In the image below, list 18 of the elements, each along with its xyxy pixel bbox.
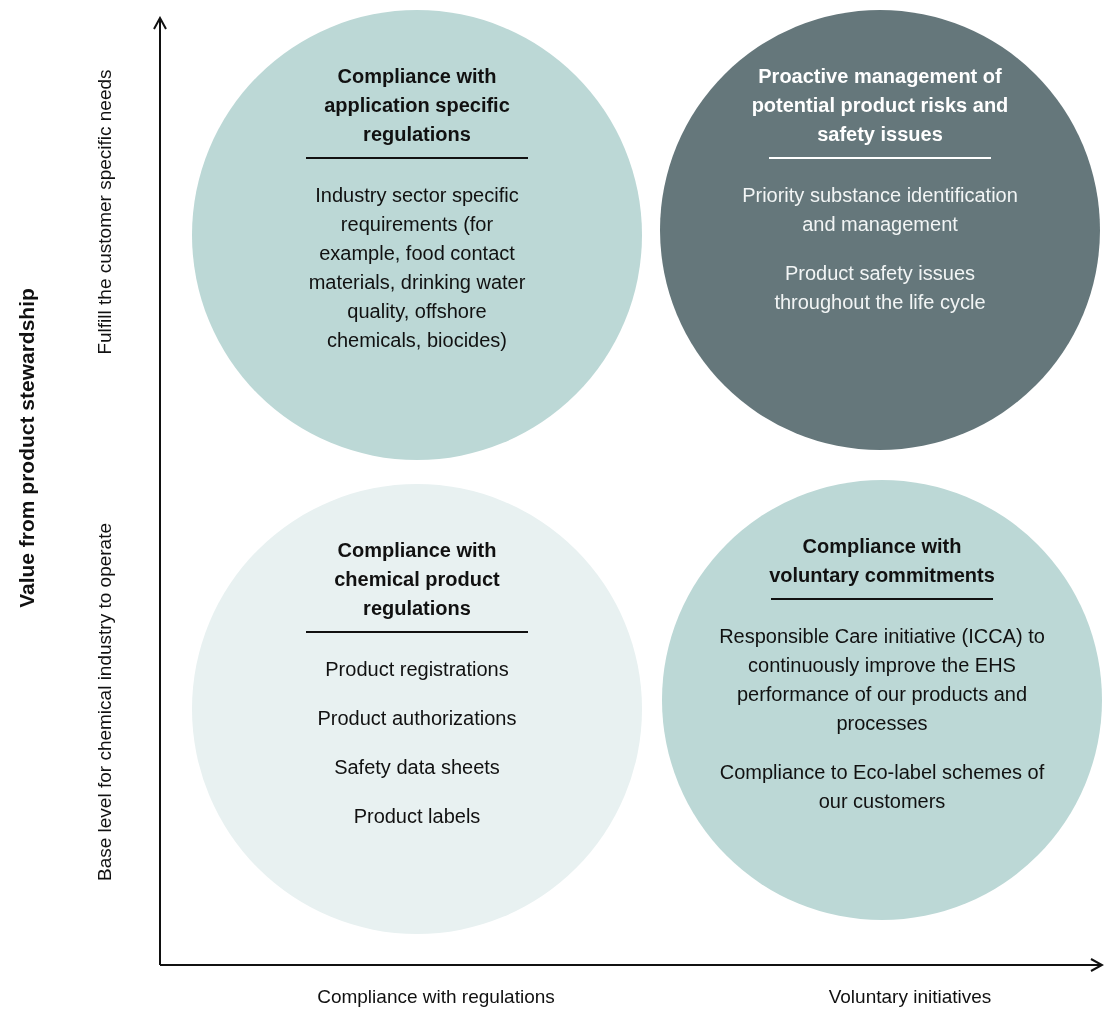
circle-text: Priority substance identification and management (741, 183, 1019, 237)
axis-label: Compliance with regulations (317, 986, 555, 1008)
circle-text: Industry sector specific requirements (for example, food contact materials, drinking water quality, offshore chemicals, biocides) (307, 183, 527, 353)
axis-label: Base level for chemical industry to operate (94, 523, 116, 881)
axis-title: Value from product stewardship (15, 288, 39, 608)
circle-text: Product safety issues throughout the life cycle (773, 261, 987, 315)
circle-text: Responsible Care initiative (ICCA) to continuously improve the EHS performance of our products and processes (718, 624, 1046, 736)
axis-label: Fulfill the customer specific needs (94, 69, 116, 355)
circle-text: Compliance to Eco-label schemes of our customers (718, 760, 1046, 814)
circle-heading: Proactive management of potential product risks and safety issues (750, 64, 1010, 147)
circle-heading: Compliance with application specific regulations (323, 64, 511, 147)
circle-text: Safety data sheets (333, 755, 501, 780)
circle-text: Product labels (352, 804, 482, 829)
circle-heading: Compliance with voluntary commitments (768, 534, 996, 588)
circle-heading: Compliance with chemical product regulations (333, 538, 501, 621)
circle-text: Product authorizations (316, 706, 518, 731)
circle-text: Product registrations (324, 657, 510, 682)
axis-label: Voluntary initiatives (828, 986, 992, 1008)
